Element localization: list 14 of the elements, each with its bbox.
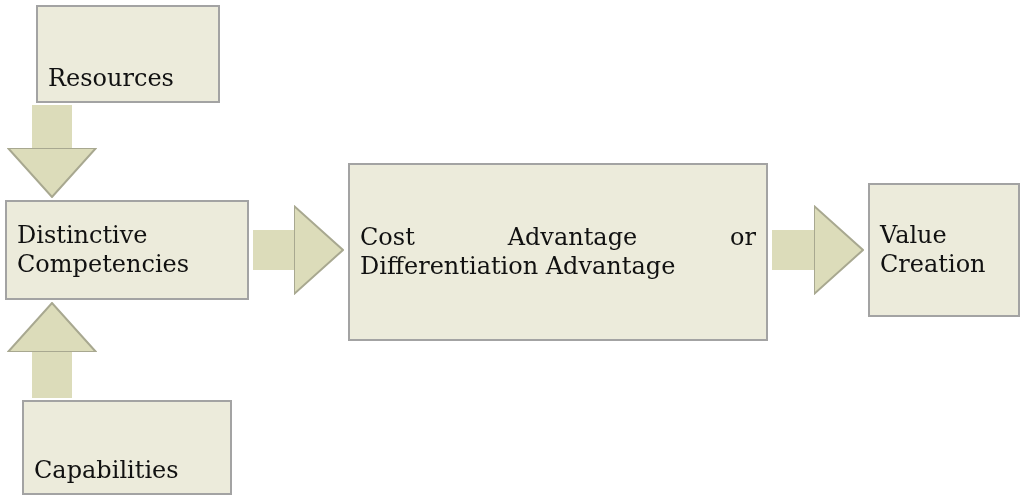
block-arrow (772, 205, 864, 295)
box-label: Resources (48, 64, 174, 93)
process-box (22, 400, 232, 495)
process-box (5, 200, 249, 300)
box-label: Capabilities (34, 456, 179, 485)
block-arrow (7, 105, 97, 198)
block-arrow (7, 302, 97, 398)
process-box (348, 163, 768, 341)
box-label: Cost Advantage or Differentiation Advantage (360, 223, 756, 281)
process-box (868, 183, 1020, 317)
box-label: Value Creation (880, 221, 987, 279)
box-label: Distinctive Competencies (17, 221, 191, 279)
block-arrow (253, 205, 344, 295)
process-box (36, 5, 220, 103)
